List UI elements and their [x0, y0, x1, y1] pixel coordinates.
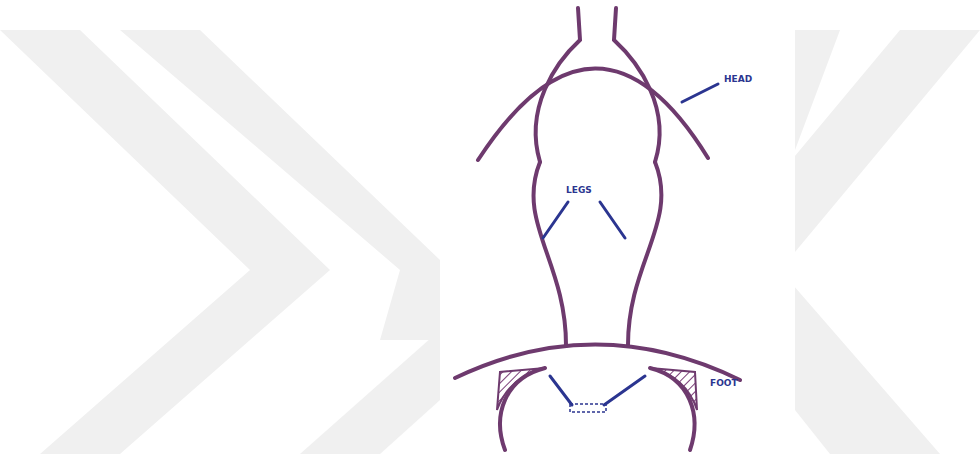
part-label: LEGS: [566, 186, 592, 195]
part-label: HEAD: [724, 75, 752, 84]
part-label: FOOT: [710, 379, 738, 388]
